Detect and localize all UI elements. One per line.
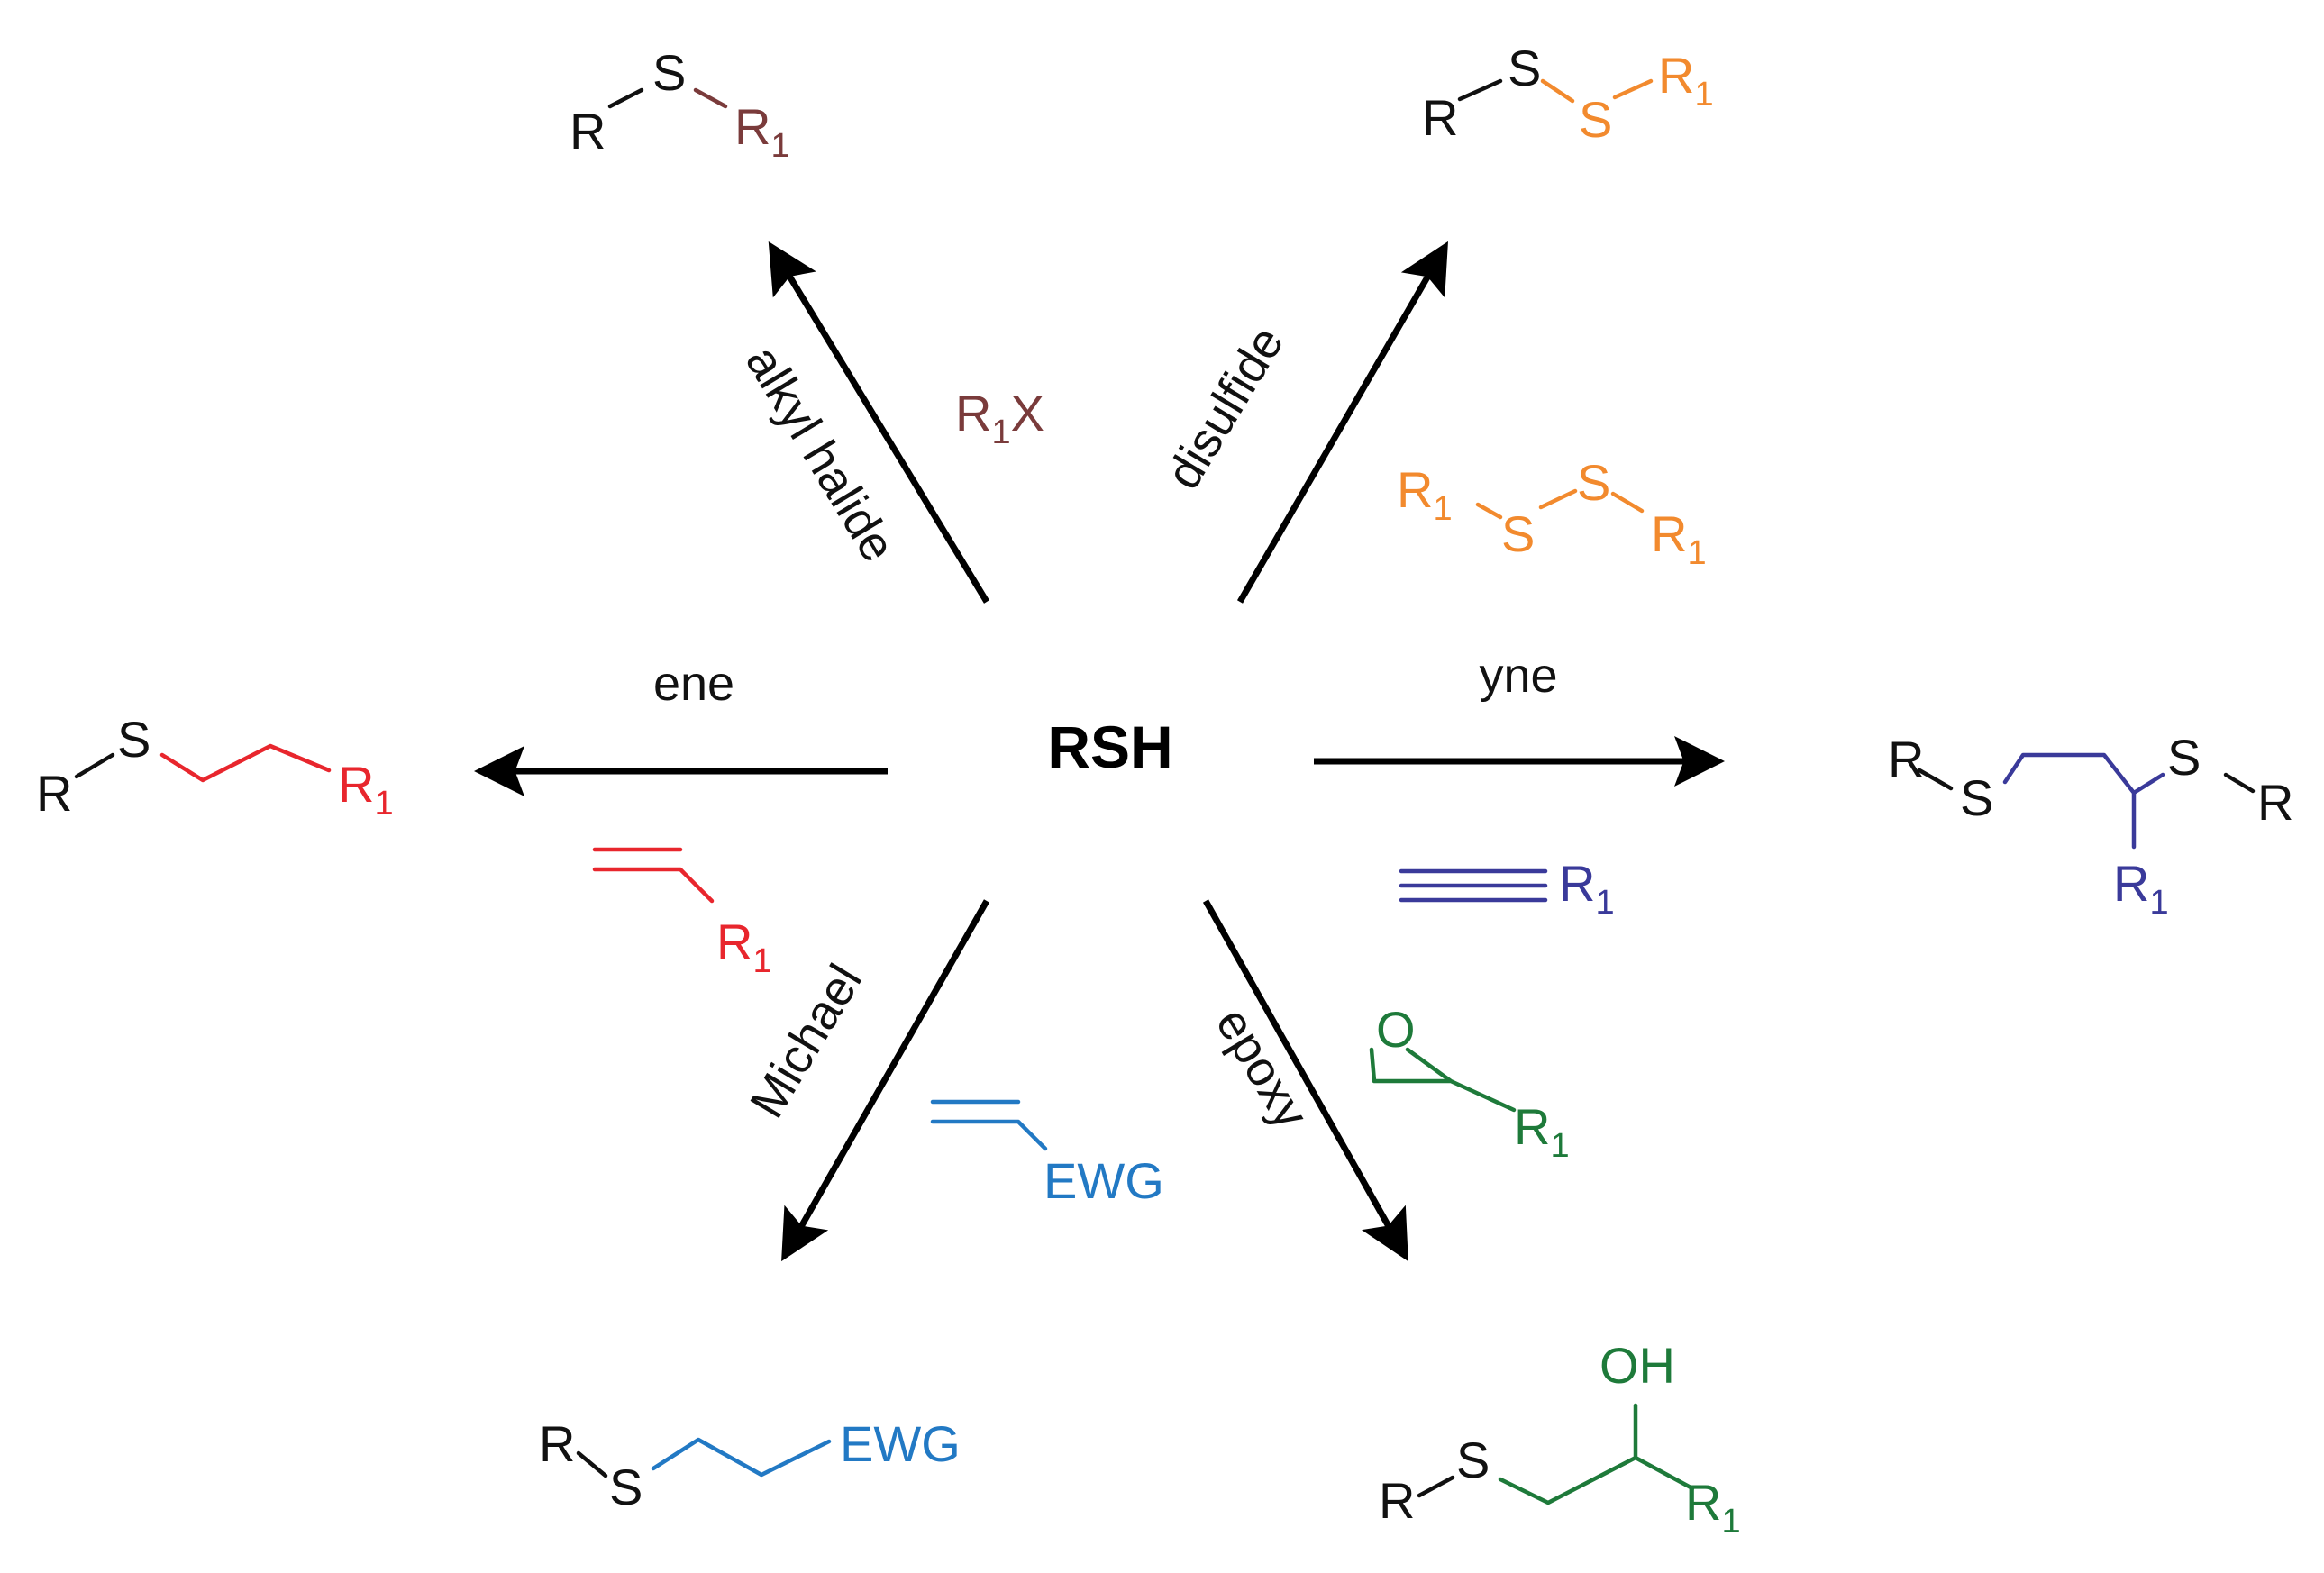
product-disulfide: R S S R1 [1422, 40, 1714, 148]
arrow-alkyl-halide [768, 241, 989, 604]
svg-text:S: S [1456, 1432, 1490, 1488]
svg-text:R1: R1 [1514, 1098, 1570, 1165]
svg-text:R1: R1 [1685, 1474, 1741, 1541]
svg-text:R: R [2257, 774, 2293, 831]
svg-text:R: R [570, 103, 606, 159]
svg-text:S: S [1579, 91, 1612, 148]
arrow-epoxy [1202, 899, 1408, 1262]
svg-text:EWG: EWG [840, 1415, 961, 1472]
svg-text:R: R [1888, 731, 1924, 787]
svg-text:O: O [1376, 1001, 1416, 1058]
svg-text:R1: R1 [1658, 47, 1714, 114]
reagent-alkyne: R1 [1399, 855, 1615, 922]
svg-text:S: S [1960, 769, 1993, 826]
svg-text:R: R [539, 1415, 575, 1472]
svg-text:S: S [652, 44, 686, 101]
product-thiol-michael: R S EWG [539, 1415, 961, 1515]
svg-text:S: S [1508, 40, 1541, 96]
svg-text:R1: R1 [734, 98, 790, 165]
reagent-michael-acceptor: EWG [930, 1099, 1164, 1209]
svg-text:R: R [1379, 1472, 1415, 1529]
center-label-rsh: RSH [1047, 714, 1172, 780]
reagent-r1x: R1X [955, 385, 1044, 451]
svg-text:S: S [1577, 454, 1610, 511]
label-ene: ene [653, 657, 734, 711]
svg-text:EWG: EWG [1044, 1152, 1164, 1209]
svg-text:R: R [36, 765, 72, 822]
svg-text:R1: R1 [1397, 461, 1453, 528]
svg-text:S: S [117, 711, 150, 768]
reagent-disulfide: R1 S S R1 [1397, 454, 1707, 572]
svg-text:S: S [1501, 505, 1535, 562]
label-yne: yne [1479, 649, 1557, 703]
reagent-epoxide: O R1 [1369, 1001, 1570, 1165]
label-alkyl-halide: alkyl halide [735, 337, 906, 571]
arrow-disulfide [1236, 241, 1448, 604]
svg-text:R1: R1 [2113, 855, 2169, 922]
svg-text:OH: OH [1599, 1337, 1675, 1394]
svg-text:R1: R1 [716, 914, 772, 980]
arrow-michael [781, 899, 990, 1262]
svg-text:S: S [2167, 729, 2201, 786]
product-thiol-ene: R S R1 [36, 711, 394, 823]
svg-text:S: S [609, 1459, 643, 1515]
product-thiol-yne: R S S R R1 [1888, 729, 2293, 922]
svg-text:R1: R1 [338, 756, 394, 823]
product-thioether: R S R1 [570, 44, 790, 165]
reagent-alkene: R1 [592, 847, 772, 980]
svg-text:R1: R1 [1559, 855, 1615, 922]
label-michael: Michael [740, 956, 872, 1127]
label-disulfide: disulfide [1156, 317, 1294, 498]
svg-text:R1: R1 [1651, 505, 1707, 572]
product-thiol-epoxy: R S OH R1 [1379, 1337, 1741, 1541]
svg-text:R: R [1422, 89, 1458, 146]
